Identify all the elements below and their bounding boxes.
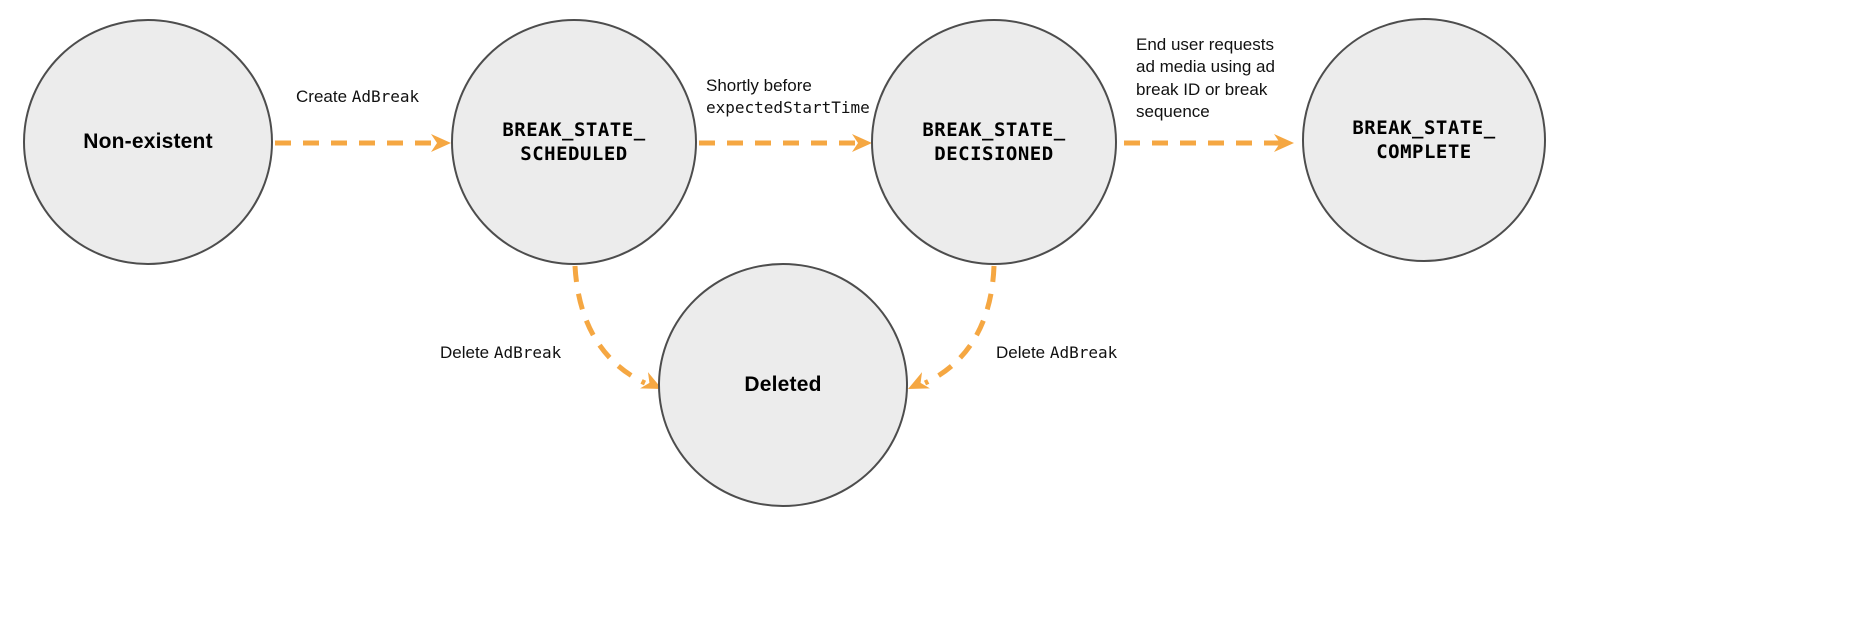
state-node-label: Deleted — [744, 372, 822, 396]
state-node-label-line1: BREAK_STATE_ — [1352, 116, 1496, 139]
state-node-break-state-complete[interactable]: BREAK_STATE_COMPLETE — [1302, 18, 1546, 262]
edge-arrowhead-delete-adbreak-from-decisioned — [908, 372, 930, 389]
state-node-non-existent[interactable]: Non-existent — [23, 19, 273, 265]
state-node-break-state-scheduled[interactable]: BREAK_STATE_SCHEDULED — [451, 19, 697, 265]
state-node-label: Non-existent — [83, 129, 213, 153]
edge-arrowhead-shortly-before-expectedstarttime — [852, 134, 872, 152]
edge-path-delete-adbreak-from-scheduled — [572, 265, 647, 386]
edge-arrowhead-end-user-requests-ad-media — [1274, 134, 1294, 152]
state-node-label: BREAK_STATE_COMPLETE — [1352, 116, 1495, 165]
edge-arrowhead-create-adbreak — [431, 134, 451, 152]
edge-path-delete-adbreak-from-decisioned — [923, 265, 997, 386]
state-node-label-line2: SCHEDULED — [520, 143, 628, 165]
edge-arrowhead-delete-adbreak-from-scheduled — [640, 372, 662, 389]
state-node-deleted[interactable]: Deleted — [658, 263, 908, 507]
state-node-label-line2: DECISIONED — [934, 143, 1054, 165]
state-node-label: BREAK_STATE_DECISIONED — [922, 118, 1065, 167]
state-node-label: BREAK_STATE_SCHEDULED — [502, 118, 645, 167]
state-node-label-line1: BREAK_STATE_ — [922, 118, 1066, 141]
state-node-label-line1: BREAK_STATE_ — [502, 118, 646, 141]
state-node-label-line2: COMPLETE — [1376, 141, 1472, 163]
state-node-break-state-decisioned[interactable]: BREAK_STATE_DECISIONED — [871, 19, 1117, 265]
